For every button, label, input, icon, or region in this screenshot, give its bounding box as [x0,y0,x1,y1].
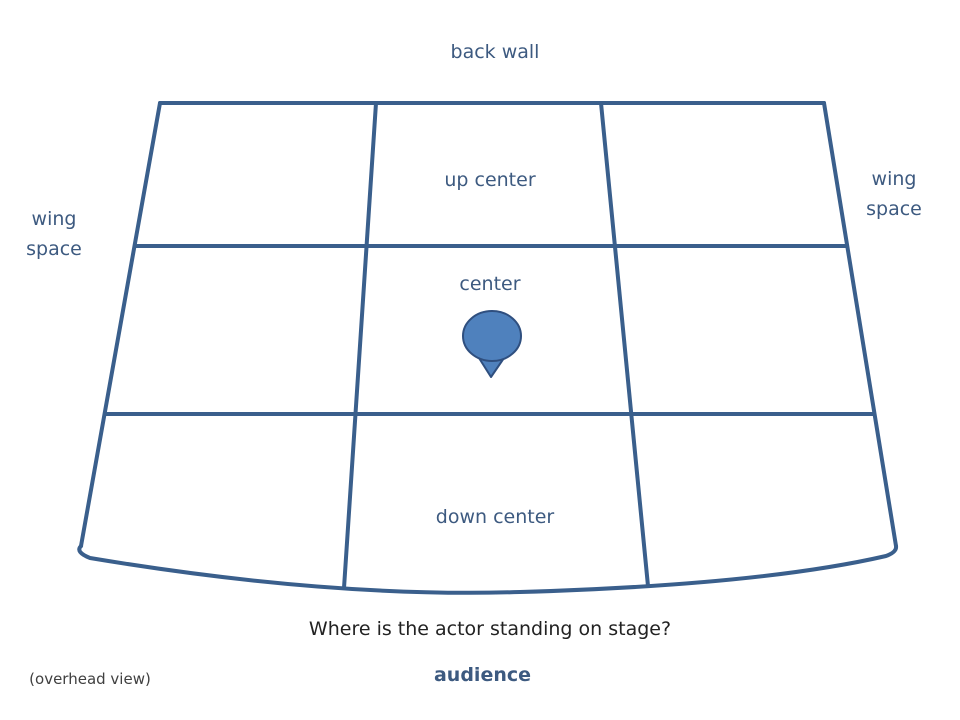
overhead-view-note: (overhead view) [29,670,151,688]
inner-divider-right [599,101,650,588]
wing-space-right-label: wing space [866,168,922,220]
actor-marker [462,310,522,378]
audience-label: audience [433,664,532,686]
stage-right-edge [822,101,898,548]
down-center-label: down center [435,506,555,528]
inner-divider-left [342,101,378,590]
center-label: center [459,273,521,295]
stage-left-edge [79,101,162,548]
up-center-label: up center [444,169,536,191]
back-wall-label: back wall [450,41,540,63]
question-text: Where is the actor standing on stage? [308,618,672,640]
stage-grid [77,101,899,595]
actor-head [462,310,522,362]
downstage-edge [77,544,899,595]
wing-space-left-label: wing space [26,208,82,260]
